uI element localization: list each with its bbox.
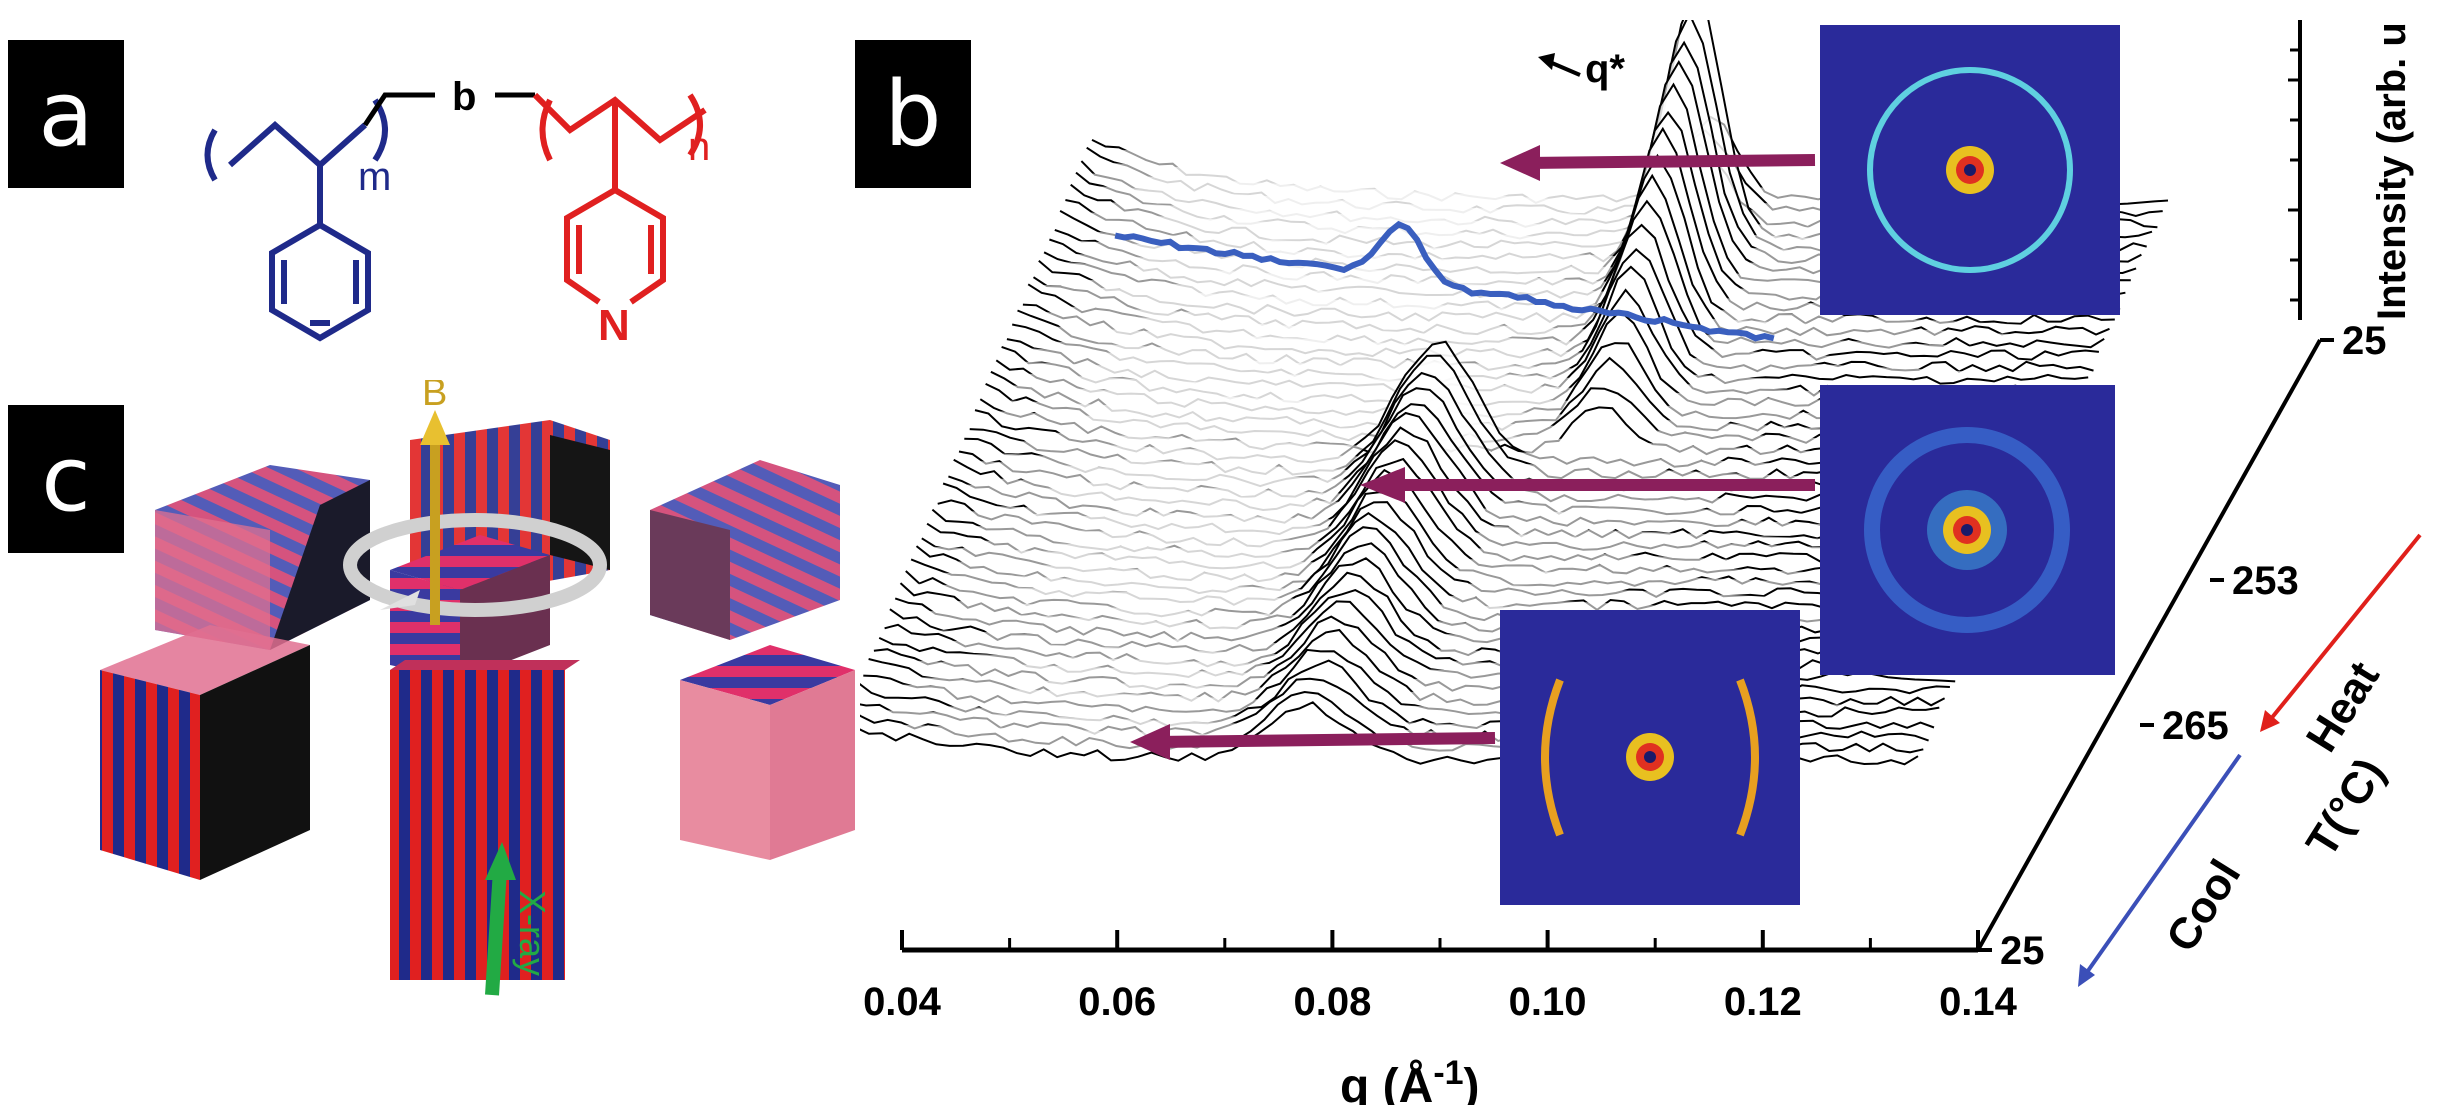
peak-label: q* <box>1585 47 1625 91</box>
block-front-left <box>100 625 310 880</box>
x-tick-label: 0.12 <box>1724 980 1802 1024</box>
saxs-inset-middle <box>1820 385 2115 675</box>
nitrogen-label: N <box>598 301 630 350</box>
intensity-axis-ticks <box>2288 48 2300 302</box>
block-back-left <box>155 465 370 650</box>
subscript-m: m <box>358 155 391 199</box>
panel-label-a: a <box>8 40 124 188</box>
saxs-inset-top <box>1820 25 2120 315</box>
x-tick-label: 0.10 <box>1509 980 1587 1024</box>
x-tick-label: 0.04 <box>863 980 942 1024</box>
saxs-inset-bottom <box>1500 610 1800 905</box>
block-front-right <box>680 645 855 860</box>
temperature-axis <box>1976 339 2322 951</box>
waterfall-traces <box>860 20 2169 766</box>
inset-arrows <box>1130 145 1816 760</box>
x-tick-label: 0.14 <box>1939 980 2018 1024</box>
z-tick-label: 25 <box>2342 319 2387 363</box>
panel-b-text: b <box>884 61 942 167</box>
poly-vinylpyridine-block <box>532 92 707 305</box>
x-axis-title: q (Å-1) <box>1340 1054 1480 1105</box>
panel-label-c: c <box>8 405 124 553</box>
field-label: B <box>422 380 447 414</box>
block-back-right <box>650 460 840 640</box>
panel-c-text: c <box>41 426 91 532</box>
heat-arrow <box>2260 533 2422 732</box>
saxs-waterfall-chart: q* 0.04 0.06 0.08 0.10 0.12 0.14 q (Å-1) Inte… <box>860 20 2422 1105</box>
xray-label: X-ray <box>512 890 553 976</box>
oriented-blocks-illustration: B X-ray <box>100 380 855 996</box>
linker-b: b <box>452 75 476 119</box>
temperature-axis-ticks: 25 253 265 25 <box>1978 319 2387 973</box>
polystyrene-block <box>204 98 388 342</box>
z-tick-label: 265 <box>2162 704 2229 748</box>
panel-a-text: a <box>38 61 94 167</box>
highlight-trace <box>1114 220 1775 342</box>
x-tick-label: 0.08 <box>1293 980 1371 1024</box>
block-front-center <box>390 660 580 980</box>
z-tick-label: 25 <box>2000 929 2045 973</box>
z-axis-title: T(°C) <box>2297 750 2394 865</box>
magnetic-field-arrow <box>420 410 450 625</box>
rotation-arrow <box>343 513 607 617</box>
cool-arrow <box>2078 753 2242 987</box>
y-axis-title: Intensity (arb. units) <box>2370 20 2414 320</box>
panel-label-b: b <box>855 40 971 188</box>
cool-label: Cool <box>2157 851 2250 960</box>
chemical-structure: m b n N <box>204 75 710 350</box>
xray-arrow <box>485 842 516 996</box>
subscript-n: n <box>688 125 710 169</box>
x-tick-label: 0.06 <box>1078 980 1156 1024</box>
x-axis-ticks: 0.04 0.06 0.08 0.10 0.12 0.14 <box>863 930 2018 1024</box>
z-tick-label: 253 <box>2232 559 2299 603</box>
